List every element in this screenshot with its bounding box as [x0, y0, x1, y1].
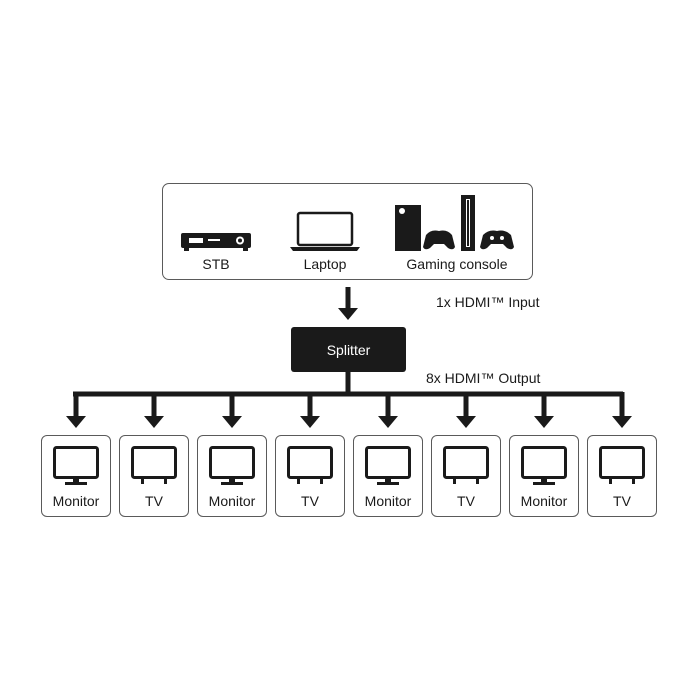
output-device-label: TV: [613, 493, 631, 509]
splitter-box: Splitter: [291, 327, 406, 372]
output-arrowhead: [534, 416, 554, 428]
splitter-label: Splitter: [326, 341, 371, 358]
source-label-laptop: Laptop: [303, 256, 347, 272]
output-device-box: TV: [119, 435, 189, 517]
output-device-box: TV: [431, 435, 501, 517]
output-device-label: TV: [145, 493, 163, 509]
gaming-console-icon: [395, 195, 514, 251]
output-device-box: TV: [587, 435, 657, 517]
laptop-icon: [290, 211, 360, 251]
output-device-box: TV: [275, 435, 345, 517]
tv-icon: [599, 446, 645, 484]
output-device-label: Monitor: [208, 493, 256, 509]
set-top-box-icon: [181, 233, 251, 251]
output-device-label: TV: [301, 493, 319, 509]
output-device-label: Monitor: [364, 493, 412, 509]
tv-icon: [287, 446, 333, 484]
source-label-gaming-console: Gaming console: [406, 256, 508, 272]
output-arrowhead: [300, 416, 320, 428]
output-arrowhead: [456, 416, 476, 428]
tv-icon: [131, 446, 177, 484]
output-device-box: Monitor: [509, 435, 579, 517]
input-note: 1x HDMI™ Input: [436, 294, 540, 310]
output-device-box: Monitor: [353, 435, 423, 517]
monitor-icon: [209, 446, 255, 485]
monitor-icon: [53, 446, 99, 485]
monitor-icon: [521, 446, 567, 485]
output-device-label: TV: [457, 493, 475, 509]
monitor-icon: [365, 446, 411, 485]
output-device-label: Monitor: [520, 493, 568, 509]
output-device-box: Monitor: [197, 435, 267, 517]
output-arrowhead: [144, 416, 164, 428]
output-note: 8x HDMI™ Output: [426, 370, 541, 386]
output-device-label: Monitor: [52, 493, 100, 509]
output-arrowhead: [612, 416, 632, 428]
input-arrowhead: [338, 308, 358, 320]
output-device-box: Monitor: [41, 435, 111, 517]
source-label-stb: STB: [202, 256, 230, 272]
output-arrowhead: [222, 416, 242, 428]
output-arrowhead: [66, 416, 86, 428]
tv-icon: [443, 446, 489, 484]
output-arrowhead: [378, 416, 398, 428]
